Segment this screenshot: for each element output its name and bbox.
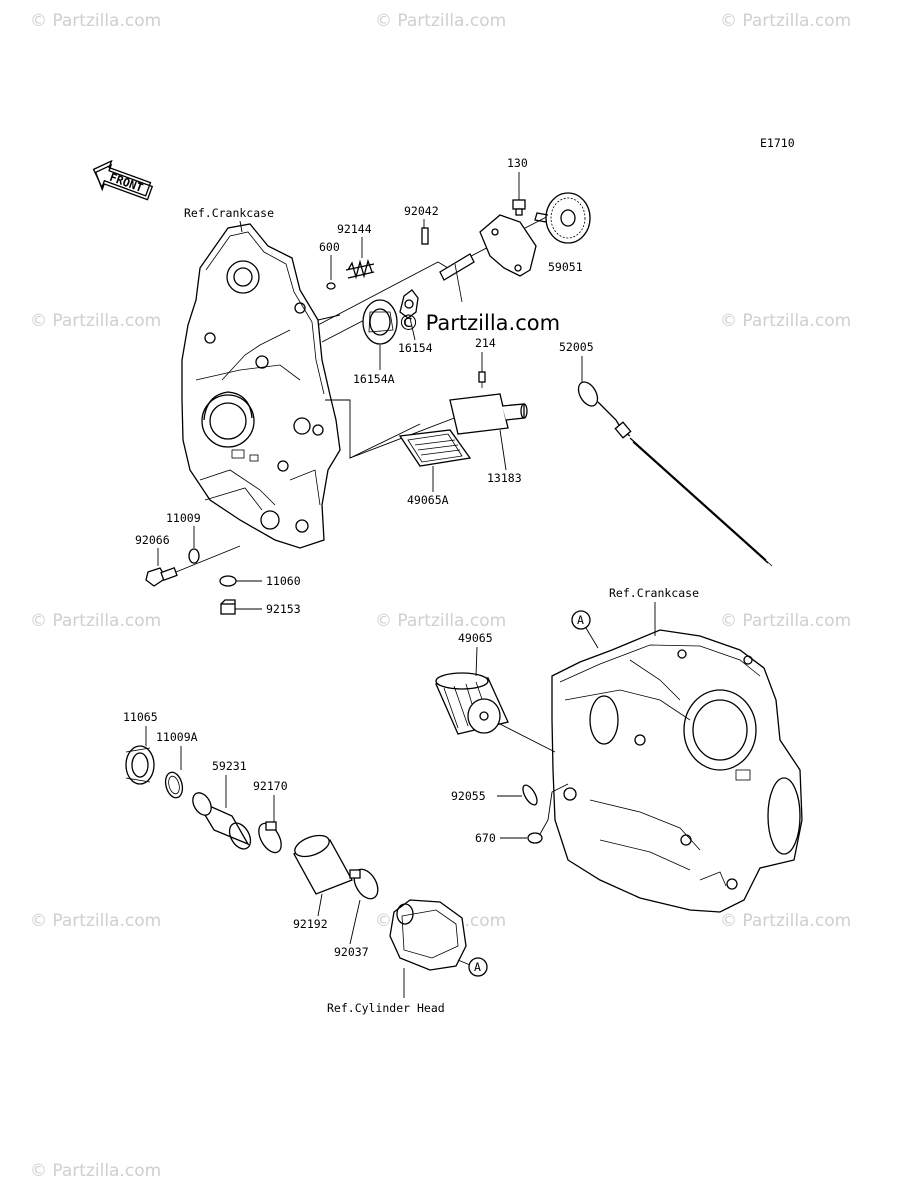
leader-line	[239, 220, 243, 233]
watermark: © Partzilla.com	[720, 11, 851, 31]
part-670-o-ring	[527, 832, 543, 844]
part-label-130: 130	[507, 156, 528, 170]
ref-cylinder-head: Ref.Cylinder Head	[327, 1001, 445, 1015]
part-label-11065: 11065	[123, 710, 158, 724]
crankcase-cover-upper	[181, 223, 341, 549]
diagram-code: E1710	[760, 136, 795, 150]
part-92170-clamp	[258, 821, 282, 854]
part-label-92066: 92066	[135, 533, 170, 547]
part-label-214: 214	[475, 336, 496, 350]
part-label-16154: 16154	[398, 341, 433, 355]
part-11060-gasket	[219, 575, 237, 587]
watermark: © Partzilla.com	[720, 611, 851, 631]
part-label-92055: 92055	[451, 789, 486, 803]
part-13183-plate	[449, 393, 528, 435]
part-214-screw	[478, 371, 486, 388]
ref-crankcase-lower: Ref.Crankcase	[609, 586, 699, 600]
part-label-92170: 92170	[253, 779, 288, 793]
ref-marker-a-label: A	[577, 613, 584, 627]
leader-line	[539, 783, 569, 835]
leader-line	[499, 723, 556, 753]
part-92042-dowel	[421, 227, 429, 245]
watermark: © Partzilla.com	[30, 1161, 161, 1181]
part-label-49065a: 49065A	[407, 493, 449, 507]
part-49065-oil-filter	[435, 672, 509, 735]
leader-line	[457, 959, 471, 966]
part-11065-bearing	[125, 745, 155, 785]
oil-pump-cover-plate	[479, 214, 537, 277]
leader-line	[175, 545, 241, 573]
part-11009-washer	[188, 548, 200, 564]
watermarks: © Partzilla.com © Partzilla.com © Partzi…	[30, 11, 851, 1181]
part-label-59051: 59051	[548, 260, 583, 274]
part-92144-spring	[345, 258, 375, 280]
part-92037-clamp	[349, 868, 379, 900]
watermark: © Partzilla.com	[30, 611, 161, 631]
part-11009a-gasket	[164, 771, 184, 799]
part-49065a-strainer	[398, 429, 472, 467]
leader-line	[499, 429, 507, 471]
leader-line	[349, 899, 361, 945]
watermark: © Partzilla.com	[30, 911, 161, 931]
leader-line	[409, 317, 416, 341]
part-label-92153: 92153	[266, 602, 301, 616]
part-59231-pipe	[192, 792, 252, 850]
part-16154a-outer-rotor	[362, 299, 398, 345]
front-arrow-icon: FRONT	[92, 159, 154, 201]
part-label-11009: 11009	[166, 511, 201, 525]
cylinder-head-fitting	[389, 899, 467, 971]
ref-marker-a-label: A	[474, 960, 481, 974]
leader-line	[317, 893, 323, 917]
ref-marker-a-icon	[468, 957, 488, 977]
part-label-11060: 11060	[266, 574, 301, 588]
part-label-59231: 59231	[212, 759, 247, 773]
part-label-52005: 52005	[559, 340, 594, 354]
part-130-bolt	[512, 199, 526, 216]
ref-marker-a-icon	[571, 610, 591, 630]
crankcase-lower	[551, 629, 803, 913]
leader-line	[585, 627, 599, 649]
part-label-670: 670	[475, 831, 496, 845]
part-label-92037: 92037	[334, 945, 369, 959]
part-16154-inner-rotor	[399, 289, 419, 319]
part-92192-hose	[293, 834, 353, 895]
part-label-49065: 49065	[458, 631, 493, 645]
part-label-16154a: 16154A	[353, 372, 395, 386]
part-92055-o-ring	[522, 784, 538, 806]
part-label-11009a: 11009A	[156, 730, 198, 744]
center-watermark: © Partzilla.com	[398, 311, 560, 335]
watermark: © Partzilla.com	[720, 911, 851, 931]
watermark: © Partzilla.com	[30, 11, 161, 31]
part-52005-dipstick	[577, 381, 773, 567]
part-92153-bolt	[220, 599, 236, 615]
leader-line	[475, 646, 478, 677]
part-label-92144: 92144	[337, 222, 372, 236]
watermark: © Partzilla.com	[30, 311, 161, 331]
watermark: © Partzilla.com	[375, 611, 506, 631]
part-92066-plug	[145, 567, 178, 587]
part-600-pin	[326, 282, 336, 290]
part-label-600: 600	[319, 240, 340, 254]
ref-crankcase-upper: Ref.Crankcase	[184, 206, 274, 220]
part-label-13183: 13183	[487, 471, 522, 485]
watermark: © Partzilla.com	[375, 11, 506, 31]
part-label-92042: 92042	[404, 204, 439, 218]
watermark: © Partzilla.com	[720, 311, 851, 331]
part-label-92192: 92192	[293, 917, 328, 931]
part-59051-gear	[534, 192, 591, 244]
oil-pump-shaft	[439, 253, 475, 303]
